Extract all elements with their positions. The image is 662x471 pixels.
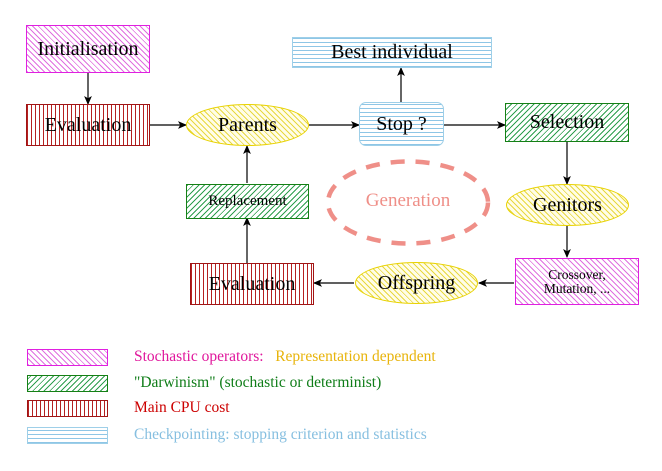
generation-label: Generation bbox=[365, 190, 451, 211]
node-evaluation-top-label: Evaluation bbox=[44, 113, 132, 136]
legend-label-stochastic-primary: Stochastic operators: bbox=[134, 348, 264, 365]
legend-row-checkpointing: Checkpointing: stopping criterion and st… bbox=[27, 426, 427, 444]
generation-ellipse-shape bbox=[325, 159, 491, 246]
legend-label-cpu-cost: Main CPU cost bbox=[134, 399, 230, 416]
node-crossover-mutation-label: Crossover, Mutation, ... bbox=[543, 266, 611, 296]
generation-group: Generation bbox=[325, 159, 491, 246]
node-evaluation-bottom[interactable]: Evaluation bbox=[190, 263, 314, 305]
node-best-individual[interactable]: Best individual bbox=[292, 37, 492, 68]
node-offspring[interactable]: Offspring bbox=[355, 262, 478, 304]
legend-label-checkpointing: Checkpointing: stopping criterion and st… bbox=[134, 426, 427, 443]
legend-label-stochastic-secondary: Representation dependent bbox=[275, 348, 436, 365]
legend-label-stochastic: Stochastic operators: Representation dep… bbox=[134, 348, 436, 366]
node-parents[interactable]: Parents bbox=[186, 104, 309, 146]
node-replacement[interactable]: Replacement bbox=[186, 184, 309, 219]
node-best-individual-label: Best individual bbox=[331, 41, 453, 64]
legend-swatch-blue bbox=[27, 426, 108, 444]
legend-row-darwinism: "Darwinism" (stochastic or determinist) bbox=[27, 374, 381, 392]
node-initialisation[interactable]: Initialisation bbox=[26, 25, 150, 73]
node-evaluation-bottom-label: Evaluation bbox=[208, 272, 296, 295]
node-initialisation-label: Initialisation bbox=[37, 37, 139, 60]
node-genitors[interactable]: Genitors bbox=[506, 184, 629, 226]
legend-swatch-magenta bbox=[27, 348, 108, 366]
node-parents-label: Parents bbox=[218, 113, 277, 136]
node-genitors-label: Genitors bbox=[533, 193, 602, 216]
node-selection[interactable]: Selection bbox=[505, 103, 629, 142]
node-stop[interactable]: Stop ? bbox=[359, 102, 444, 146]
node-replacement-label: Replacement bbox=[208, 192, 287, 209]
node-stop-label: Stop ? bbox=[376, 112, 427, 135]
legend-label-darwinism: "Darwinism" (stochastic or determinist) bbox=[134, 374, 382, 391]
legend-row-cpu-cost: Main CPU cost bbox=[27, 399, 230, 417]
legend-swatch-red bbox=[27, 399, 108, 417]
node-selection-label: Selection bbox=[529, 111, 605, 134]
node-offspring-label: Offspring bbox=[377, 271, 456, 294]
legend-swatch-green bbox=[27, 374, 108, 392]
legend-row-stochastic: Stochastic operators: Representation dep… bbox=[27, 348, 436, 366]
node-crossover-mutation[interactable]: Crossover, Mutation, ... bbox=[515, 258, 639, 305]
node-evaluation-top[interactable]: Evaluation bbox=[26, 104, 150, 146]
